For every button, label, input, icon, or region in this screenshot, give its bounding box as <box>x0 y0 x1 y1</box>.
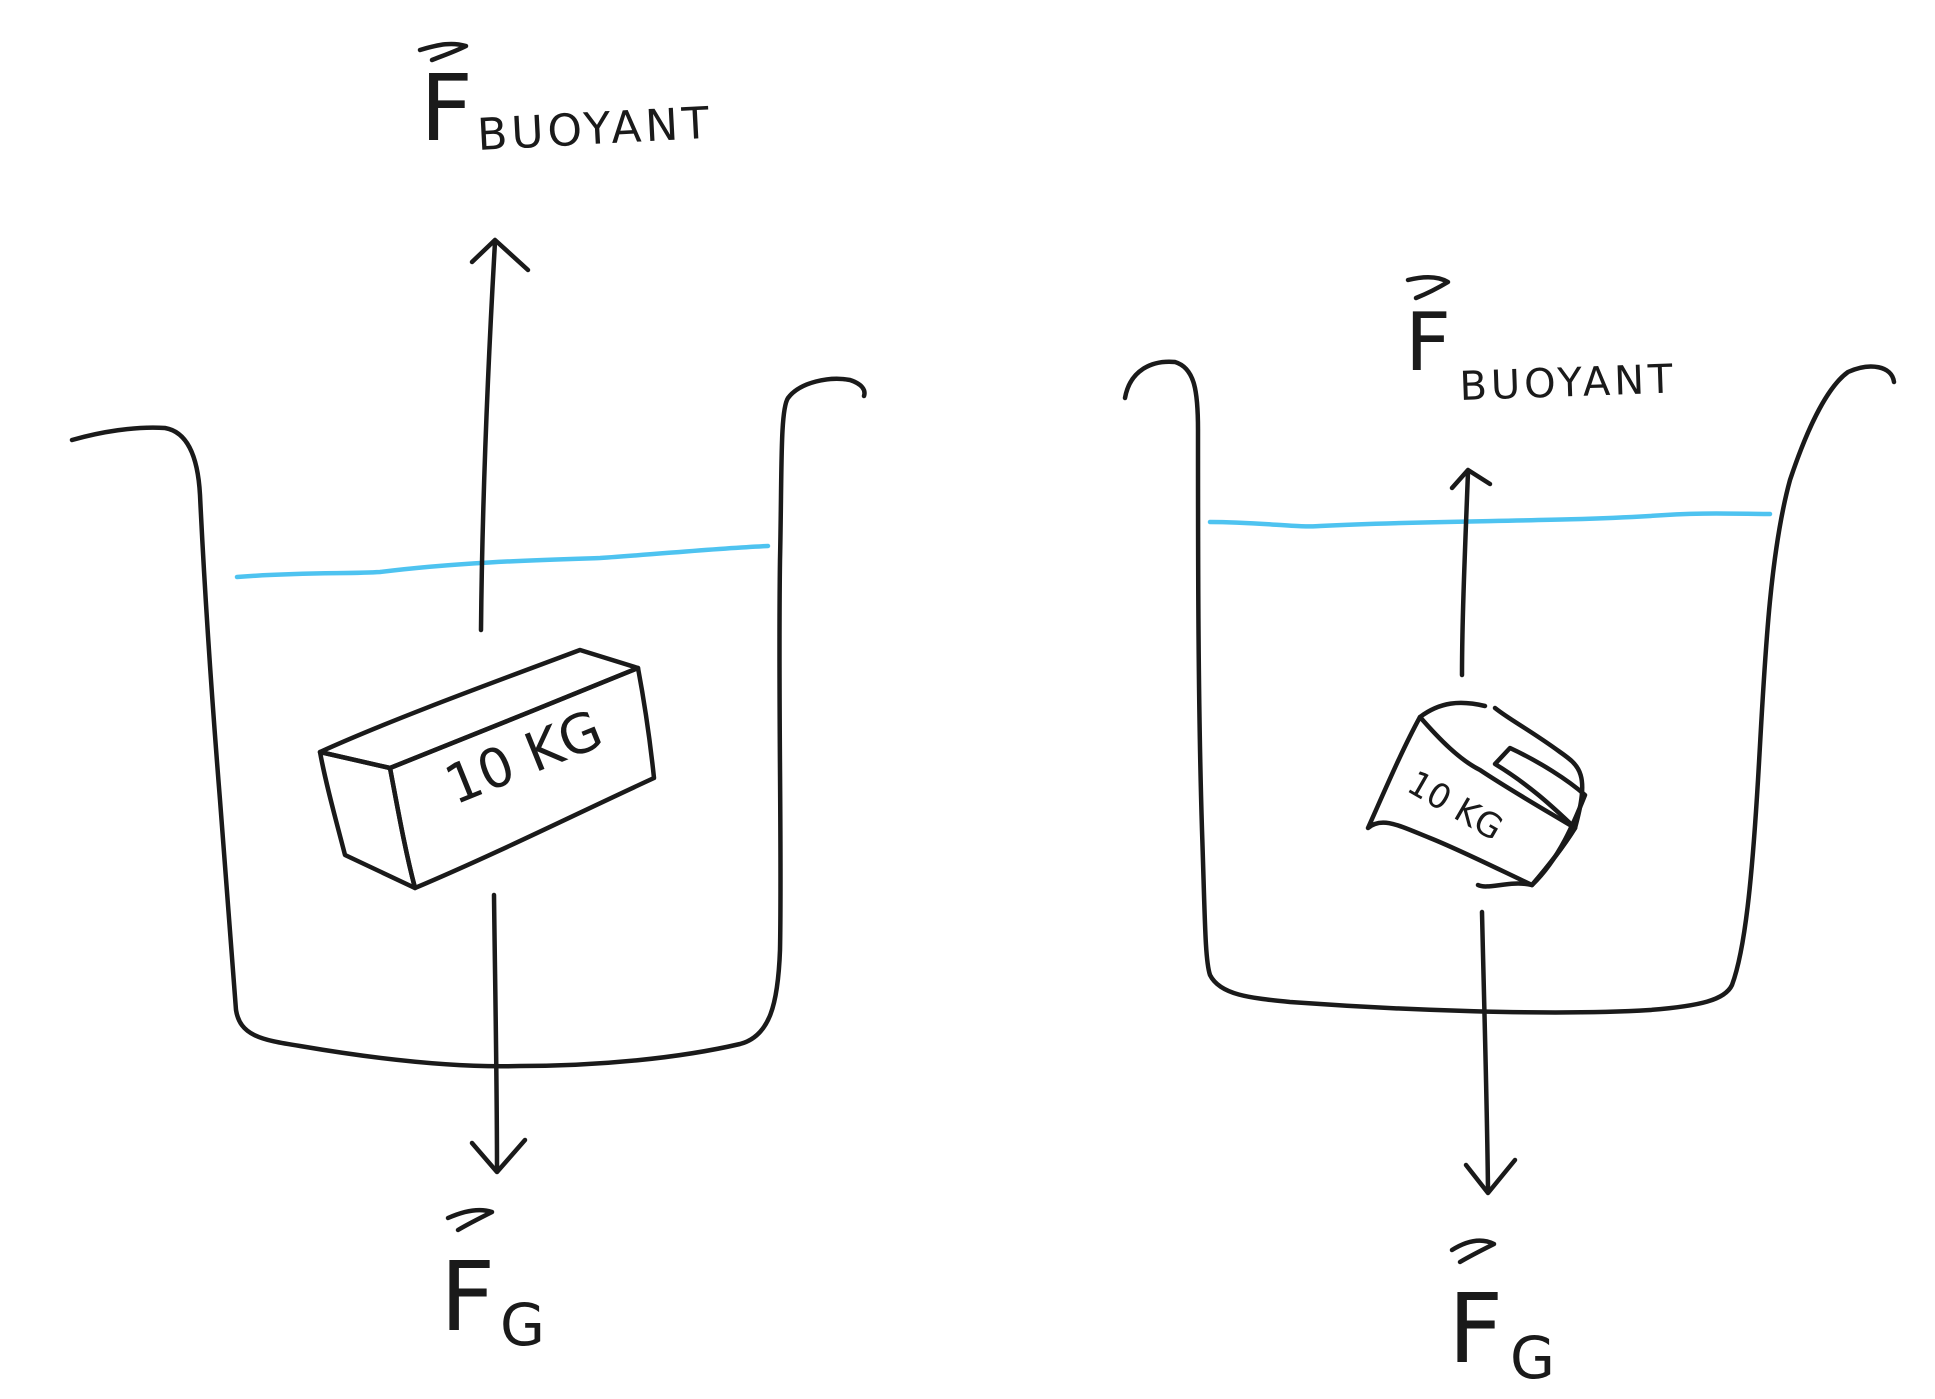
gravity-arrowhead-left <box>469 1137 528 1175</box>
buoyant-arrow-left <box>478 239 498 633</box>
gravity-label-right-sub: G <box>1510 1324 1555 1392</box>
vector-arrow-icon <box>1405 275 1451 301</box>
gravity-label-left-sub: G <box>500 1291 545 1359</box>
buoyant-label-left-sub: BUOYANT <box>476 98 714 161</box>
buoyant-label-right-main: F <box>1405 296 1451 389</box>
buoyant-label-left-main: F <box>420 55 473 162</box>
block-left-side-face <box>317 749 418 891</box>
vector-arrow-icon <box>417 41 469 63</box>
gravity-arrow-right <box>1479 909 1491 1193</box>
buoyant-label-left: F BUOYANT <box>417 41 714 162</box>
gravity-label-left: F G <box>440 1207 545 1359</box>
container-left <box>69 376 867 1069</box>
block-right-top-edges <box>1417 700 1585 889</box>
scene-left: 10 KG F BUOYANT F G <box>69 41 867 1359</box>
vector-arrow-icon <box>445 1207 495 1233</box>
gravity-label-left-main: F <box>440 1241 495 1353</box>
gravity-arrow-left <box>491 892 500 1173</box>
gravity-label-right-main: F <box>1448 1273 1503 1385</box>
block-right-side-face <box>1492 745 1588 888</box>
scene-right: 10 KG F BUOYANT F G <box>1122 275 1897 1392</box>
water-surface-right <box>1207 511 1773 529</box>
water-surface-left <box>234 543 771 580</box>
buoyant-arrow-right <box>1459 469 1471 678</box>
buoyant-arrowhead-right <box>1449 467 1493 491</box>
buoyant-arrowhead-left <box>469 237 531 273</box>
gravity-arrowhead-right <box>1463 1157 1518 1196</box>
buoyant-label-right: F BUOYANT <box>1405 275 1678 410</box>
vector-arrow-icon <box>1449 1238 1497 1265</box>
buoyant-label-right-sub: BUOYANT <box>1459 356 1678 410</box>
container-right <box>1122 359 1897 1015</box>
gravity-label-right: F G <box>1448 1238 1555 1392</box>
block-left: 10 KG <box>317 647 657 891</box>
block-right: 10 KG <box>1365 700 1588 889</box>
